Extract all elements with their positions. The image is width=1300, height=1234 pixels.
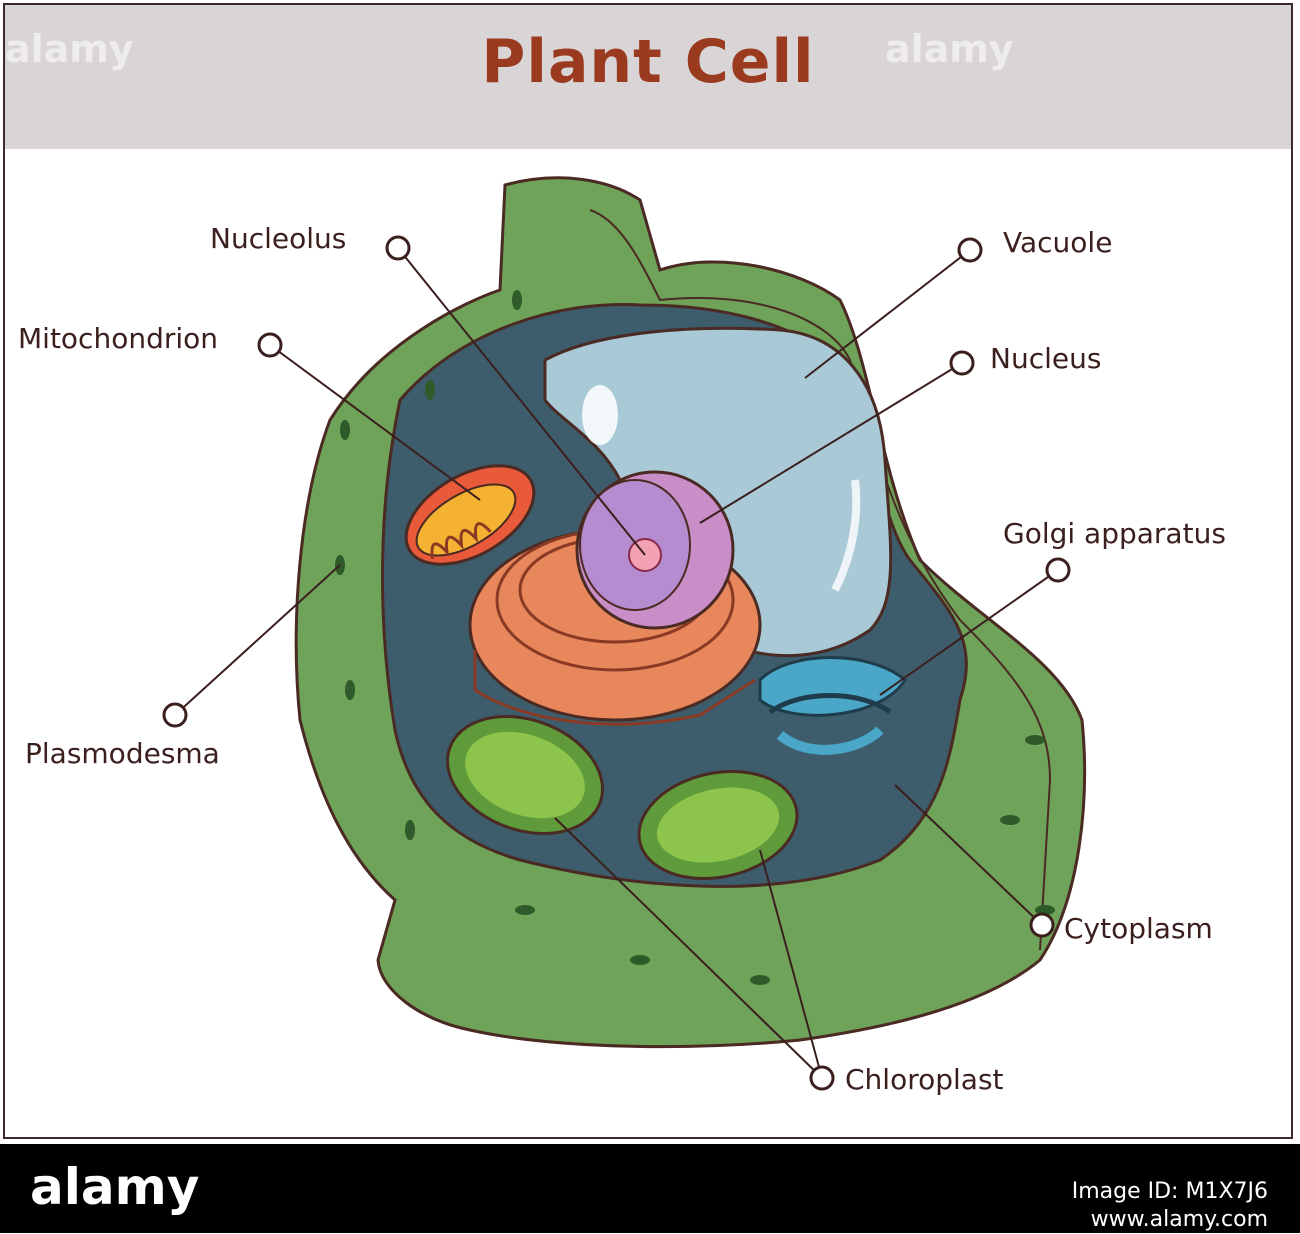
label-mitochondrion: Mitochondrion <box>18 322 219 355</box>
footer-bar: alamy Image ID: M1X7J6 www.alamy.com <box>0 1144 1300 1233</box>
golgi-pointer <box>1045 557 1071 583</box>
vacuole-pointer <box>957 237 983 263</box>
plasmodesma-pointer <box>162 702 188 728</box>
label-golgi-apparatus: Golgi apparatus <box>1003 517 1226 550</box>
image-id: Image ID: M1X7J6 <box>1071 1179 1268 1204</box>
nucleus-pointer <box>949 350 975 376</box>
footer-logo: alamy <box>30 1158 200 1216</box>
footer-url[interactable]: www.alamy.com <box>1090 1207 1268 1232</box>
label-plasmodesma: Plasmodesma <box>25 737 220 770</box>
watermark: alamy <box>5 27 134 71</box>
page-title: Plant Cell <box>481 27 815 97</box>
label-chloroplast: Chloroplast <box>845 1063 1004 1096</box>
label-nucleolus: Nucleolus <box>210 222 347 255</box>
golgi-apparatus <box>758 656 907 755</box>
chloroplast-pointer <box>809 1065 835 1091</box>
footer-info: Image ID: M1X7J6 www.alamy.com <box>1072 1178 1268 1234</box>
title-bar: alamy alamy Plant Cell <box>5 5 1291 149</box>
label-nucleus: Nucleus <box>990 342 1102 375</box>
watermark: alamy <box>885 27 1014 71</box>
mitochondrion-pointer <box>257 332 283 358</box>
nucleolus-pointer <box>385 235 411 261</box>
label-vacuole: Vacuole <box>1003 226 1113 259</box>
cytoplasm-pointer <box>1029 912 1055 938</box>
label-cytoplasm: Cytoplasm <box>1064 912 1213 945</box>
